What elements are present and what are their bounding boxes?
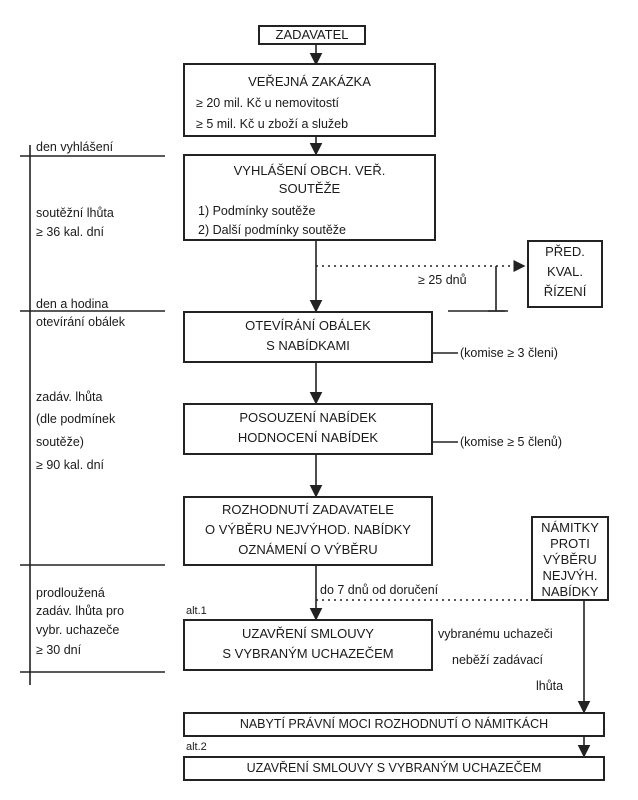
namitky-box [531, 516, 609, 601]
pred-kval-box [527, 240, 603, 308]
namitky-line4: NEJVÝH. [542, 568, 598, 583]
otevirani-line1: OTEVÍRÁNÍ OBÁLEK [245, 318, 371, 333]
note-alt1: alt.1 [186, 605, 207, 617]
namitky-line5: NABÍDKY [541, 584, 599, 599]
otevirani-box [183, 311, 433, 363]
uzavreni-line2: S VYBRANÝM UCHAZEČEM [222, 646, 394, 661]
vyhlaseni-title2: SOUTĚŽE [278, 181, 341, 196]
note-vybranemu2: neběží zadávací [452, 653, 544, 667]
rozhodnuti-line2: O VÝBĚRU NEJVÝHOD. NABÍDKY [205, 522, 411, 537]
label-soutezni2: ≥ 36 kal. dní [36, 225, 105, 239]
vyhlaseni-item1: 1) Podmínky soutěže [198, 204, 316, 218]
uzavreni-box [183, 619, 433, 671]
note-komise-5: (komise ≥ 5 členů) [460, 435, 563, 449]
note-vybranemu3: lhůta [536, 679, 564, 693]
label-zadav4: ≥ 90 kal. dní [36, 458, 105, 472]
note-alt2: alt.2 [186, 741, 207, 753]
posouzeni-box [183, 403, 433, 455]
label-den-vyhlaseni: den vyhlášení [36, 140, 114, 154]
verejna-zakazka-line1: ≥ 20 mil. Kč u nemovitostí [196, 96, 340, 110]
posouzeni-line2: HODNOCENÍ NABÍDEK [237, 430, 379, 445]
verejna-zakazka-box [183, 63, 436, 137]
label-den-hodina1: den a hodina [36, 297, 109, 311]
vyhlaseni-box [183, 154, 436, 241]
label-den-hodina2: otevírání obálek [36, 315, 125, 329]
verejna-zakazka-title: VEŘEJNÁ ZAKÁZKA [248, 74, 371, 89]
uzavreni-alt2-label: UZAVŘENÍ SMLOUVY S VYBRANÝM UCHAZEČEM [246, 761, 542, 775]
zadavatel-box [258, 25, 366, 45]
label-soutezni1: soutěžní lhůta [36, 206, 114, 220]
rozhodnuti-line3: OZNÁMENÍ O VÝBĚRU [238, 542, 378, 557]
note-do-7-dnu: do 7 dnů od doručení [320, 583, 439, 597]
otevirani-line2: S NABÍDKAMI [266, 338, 350, 353]
zadavatel-label: ZADAVATEL [275, 27, 349, 42]
pred-kval-line1: PŘED. [545, 244, 585, 259]
note-25-dnu: ≥ 25 dnů [418, 273, 467, 287]
pred-kval-line3: ŘÍZENÍ [543, 284, 587, 299]
namitky-line1: NÁMITKY [541, 520, 599, 535]
label-prodl3: vybr. uchazeče [36, 623, 120, 637]
note-komise-3: (komise ≥ 3 členi) [460, 346, 558, 360]
nabyti-box [183, 712, 605, 737]
label-zadav2: (dle podmínek [36, 412, 116, 426]
label-zadav3: soutěže) [36, 435, 84, 449]
label-prodl2: zadáv. lhůta pro [36, 604, 125, 618]
nabyti-label: NABYTÍ PRÁVNÍ MOCI ROZHODNUTÍ O NÁMITKÁC… [239, 717, 549, 731]
namitky-line2: PROTI [550, 536, 590, 551]
verejna-zakazka-line2: ≥ 5 mil. Kč u zboží a služeb [196, 117, 349, 131]
label-zadav1: zadáv. lhůta [36, 390, 103, 404]
posouzeni-line1: POSOUZENÍ NABÍDEK [239, 410, 377, 425]
label-prodl4: ≥ 30 dní [36, 643, 82, 657]
note-vybranemu1: vybranému uchazeči [438, 627, 553, 641]
uzavreni-line1: UZAVŘENÍ SMLOUVY [242, 626, 374, 641]
label-prodl1: prodloužená [36, 586, 105, 600]
namitky-line3: VÝBĚRU [543, 552, 597, 567]
rozhodnuti-box [183, 496, 433, 566]
vyhlaseni-title1: VYHLÁŠENÍ OBCH. VEŘ. [233, 163, 386, 178]
pred-kval-line2: KVAL. [547, 264, 583, 279]
rozhodnuti-line1: ROZHODNUTÍ ZADAVATELE [222, 502, 394, 517]
uzavreni-alt2-box [183, 756, 605, 781]
vyhlaseni-item2: 2) Další podmínky soutěže [198, 223, 346, 237]
